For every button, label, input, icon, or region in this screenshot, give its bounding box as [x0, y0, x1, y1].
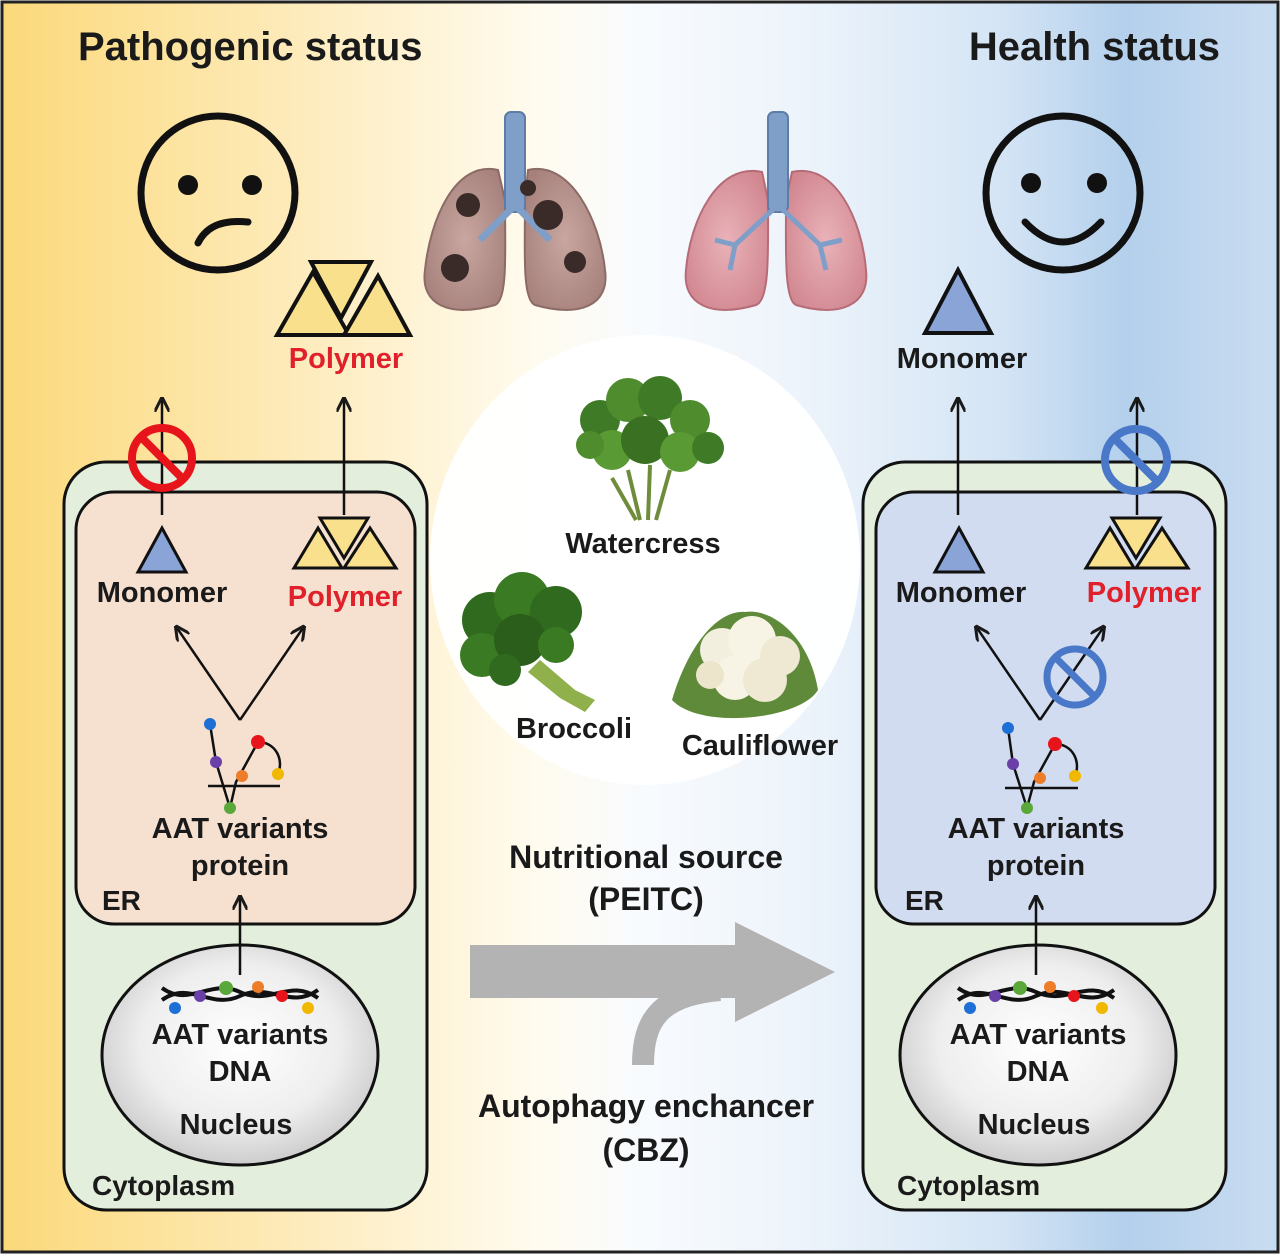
broccoli-label: Broccoli — [516, 713, 632, 745]
watercress-icon — [576, 376, 724, 521]
right-dna-line2: DNA — [1007, 1056, 1070, 1088]
sad-face-icon — [137, 112, 299, 274]
treatment-arrow-icon — [470, 922, 835, 1066]
right-nucleus — [898, 943, 1178, 1167]
blocked-polymerization-icon — [1043, 645, 1107, 709]
right-monomer-icon — [932, 524, 986, 574]
right-top-monomer-label: Monomer — [897, 343, 1028, 375]
left-nucleus-label: Nucleus — [180, 1109, 293, 1141]
right-protein-line2: protein — [987, 850, 1085, 882]
right-polymer-label: Polymer — [1087, 577, 1201, 609]
right-protein-line1: AAT variants — [948, 813, 1125, 845]
watercress-label: Watercress — [565, 528, 720, 560]
autophagy-label-line1: Autophagy enchancer — [478, 1088, 814, 1124]
protein-icon — [204, 718, 284, 814]
nutrition-label-line2: (PEITC) — [588, 881, 704, 917]
left-protein-line1: AAT variants — [152, 813, 329, 845]
left-protein-line2: protein — [191, 850, 289, 882]
left-top-polymer-label: Polymer — [289, 343, 403, 375]
cauliflower-icon — [672, 611, 818, 719]
nutrition-label-line1: Nutritional source — [509, 839, 783, 875]
right-polymer-icon — [1083, 516, 1191, 570]
left-to-monomer-arrow — [177, 628, 242, 721]
blocked-secretion-icon — [1101, 425, 1171, 495]
left-dna-line2: DNA — [209, 1056, 272, 1088]
left-polymer-label: Polymer — [288, 581, 402, 613]
left-monomer-icon — [135, 524, 189, 574]
right-monomer-label: Monomer — [896, 577, 1027, 609]
healthy-lung-icon — [684, 111, 868, 311]
top-monomer-icon — [921, 265, 995, 335]
left-cytoplasm-label: Cytoplasm — [92, 1170, 235, 1201]
left-er-label: ER — [102, 885, 141, 916]
diseased-lung-icon — [423, 111, 607, 311]
top-polymer-icon — [273, 260, 414, 337]
right-to-monomer-arrow — [977, 628, 1042, 721]
left-dna-line1: AAT variants — [152, 1019, 329, 1051]
left-to-polymer-arrow — [238, 628, 303, 721]
right-protein-icon — [1002, 722, 1081, 814]
left-monomer-label: Monomer — [97, 577, 228, 609]
right-nucleus-label: Nucleus — [978, 1109, 1091, 1141]
title-pathogenic: Pathogenic status — [78, 25, 423, 69]
left-dna-icon — [160, 981, 320, 1014]
right-er — [874, 490, 1217, 926]
left-er — [74, 490, 417, 926]
right-dna-line1: AAT variants — [950, 1019, 1127, 1051]
right-dna-icon — [956, 981, 1116, 1014]
right-cytoplasm-label: Cytoplasm — [897, 1170, 1040, 1201]
autophagy-label-line2: (CBZ) — [602, 1132, 689, 1168]
left-polymer-icon — [291, 516, 399, 570]
no-entry-icon — [128, 424, 196, 492]
title-health: Health status — [969, 25, 1220, 69]
cauliflower-label: Cauliflower — [682, 730, 838, 762]
right-er-label: ER — [905, 885, 944, 916]
broccoli-icon — [460, 572, 595, 712]
happy-face-icon — [982, 112, 1144, 274]
